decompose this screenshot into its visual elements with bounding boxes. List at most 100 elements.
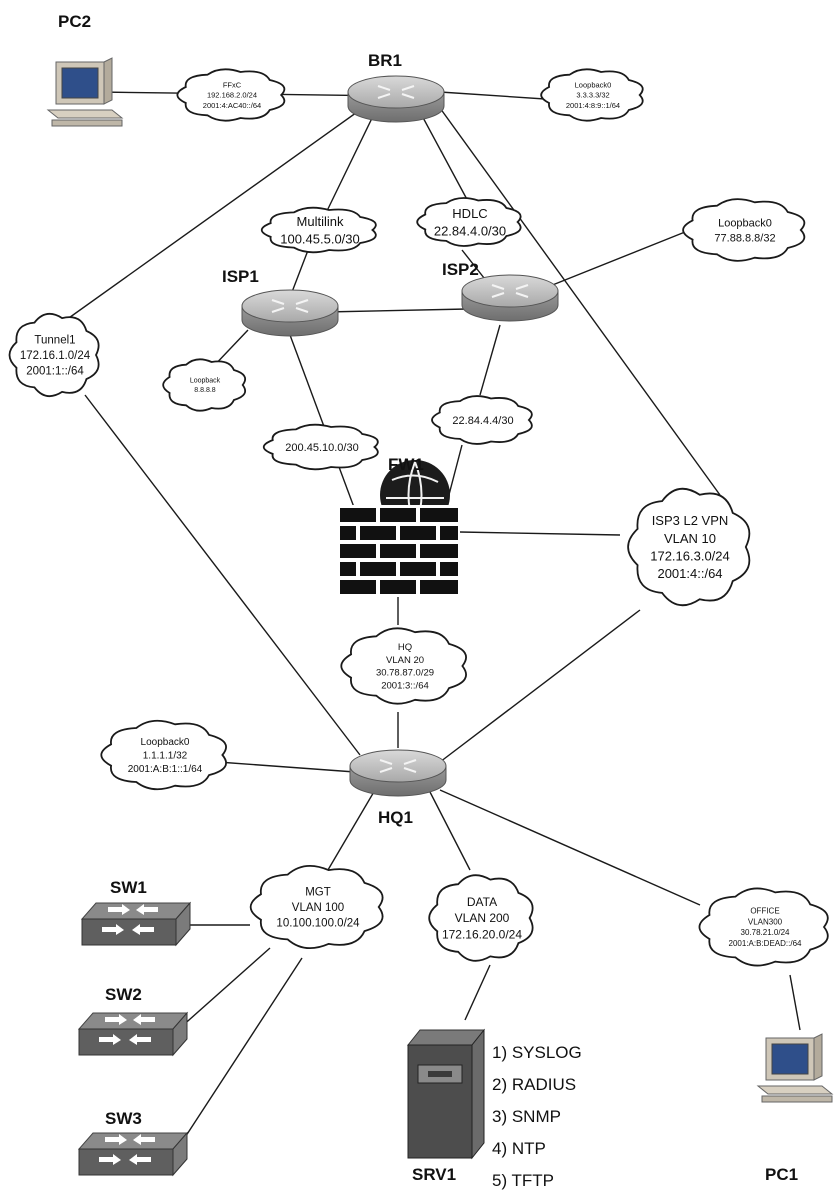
isp1-router[interactable]: [241, 289, 339, 337]
cloud-text-line: 192.168.2.0/24: [207, 91, 257, 100]
cloud-text-line: 30.78.21.0/24: [741, 928, 790, 937]
cloud-text-line: Loopback0: [141, 737, 190, 748]
pc2-label: PC2: [58, 12, 91, 31]
cloud-text-line: MGT: [305, 887, 331, 899]
cloud-outline: [176, 68, 286, 122]
cloud-text-line: 172.16.20.0/24: [442, 927, 522, 941]
br1-label: BR1: [368, 51, 402, 70]
cloud-text-line: 1.1.1.1/32: [143, 751, 188, 762]
cloud-text-line: DATA: [467, 895, 497, 909]
cloud-text-line: 2001:A:B:DEAD::/64: [729, 939, 802, 948]
sw2-label: SW2: [105, 985, 142, 1004]
hq1-router[interactable]: [349, 749, 447, 797]
cloud-text-line: Loopback: [190, 378, 221, 385]
cloud-text-line: 172.16.1.0/24: [20, 350, 91, 362]
isp1-label: ISP1: [222, 267, 259, 286]
cloud-text-line: 2001:3::/64: [381, 681, 429, 692]
service-snmp: 3) SNMP: [492, 1107, 561, 1126]
cloud-outline: [682, 198, 806, 262]
cloud-isp2-fw1: 22.84.4.4/30: [431, 395, 533, 445]
cloud-outline: [8, 313, 100, 397]
service-syslog: 1) SYSLOG: [492, 1043, 582, 1062]
cloud-isp2-loopback: Loopback0 77.88.8.8/32: [682, 198, 806, 262]
srv1-server[interactable]: [406, 1028, 486, 1160]
cloud-text-line: HQ: [398, 642, 412, 653]
service-radius: 2) RADIUS: [492, 1075, 576, 1094]
cloud-text-line: Loopback0: [575, 81, 612, 90]
cloud-outline: [428, 874, 534, 962]
cloud-outline: [540, 68, 644, 122]
cloud-multilink: Multilink 100.45.5.0/30: [260, 206, 377, 254]
cloud-text-line: 172.16.3.0/24: [650, 548, 730, 563]
sw2-switch[interactable]: [78, 1012, 188, 1056]
cloud-text-line: 8.8.8.8: [194, 387, 216, 394]
pc2-device[interactable]: [47, 57, 123, 127]
fw1-firewall[interactable]: [338, 460, 460, 597]
cloud-text-line: HDLC: [452, 206, 487, 221]
sw3-switch[interactable]: [78, 1132, 188, 1176]
br1-router[interactable]: [347, 75, 445, 123]
isp2-label: ISP2: [442, 260, 479, 279]
cloud-text-line: 3.3.3.3/32: [576, 91, 609, 100]
cloud-text-line: 2001:4:8:9::1/64: [566, 101, 620, 110]
cloud-text-line: 77.88.8.8/32: [714, 232, 775, 244]
cloud-text-line: 100.45.5.0/30: [280, 231, 360, 246]
cloud-text-line: FFxC: [223, 81, 242, 90]
cloud-text-line: 2001:4::/64: [657, 566, 722, 581]
cloud-hdlc: HDLC 22.84.4.0/30: [416, 197, 522, 247]
cloud-text-line: VLAN300: [748, 917, 783, 926]
cloud-isp1-loopback: Loopback 8.8.8.8: [162, 358, 246, 412]
cloud-text-line: Tunnel1: [34, 335, 75, 347]
cloud-text-line: 2001:A:B:1::1/64: [128, 764, 203, 775]
cloud-text-line: Multilink: [297, 214, 344, 229]
hq1-label: HQ1: [378, 808, 413, 827]
pc1-label: PC1: [765, 1165, 798, 1184]
sw1-label: SW1: [110, 878, 147, 897]
service-tftp: 5) TFTP: [492, 1171, 554, 1190]
pc1-device[interactable]: [757, 1033, 833, 1103]
cloud-outline: [100, 719, 227, 791]
isp2-router[interactable]: [461, 274, 559, 322]
sw3-label: SW3: [105, 1109, 142, 1128]
cloud-outline: [340, 627, 467, 705]
cloud-text-line: 22.84.4.4/30: [452, 415, 513, 427]
cloud-text-line: 2001:1::/64: [26, 366, 84, 378]
cloud-text-line: 10.100.100.0/24: [276, 918, 360, 930]
cloud-isp1-fw1: 200.45.10.0/30: [262, 423, 379, 471]
links: [51, 91, 801, 1146]
cloud-outline: [416, 197, 522, 247]
cloud-outline: [698, 887, 829, 967]
cloud-outline: [431, 395, 533, 445]
srv1-label: SRV1: [412, 1165, 456, 1184]
cloud-outline: [162, 358, 246, 412]
cloud-mgt: MGT VLAN 100 10.100.100.0/24: [249, 865, 384, 949]
cloud-text-line: VLAN 100: [292, 902, 344, 914]
sw1-switch[interactable]: [81, 902, 191, 946]
cloud-text-line: VLAN 200: [455, 911, 510, 925]
srv1-services-list: 1) SYSLOG 2) RADIUS 3) SNMP 4) NTP 5) TF…: [492, 1043, 582, 1190]
cloud-data: DATA VLAN 200 172.16.20.0/24: [428, 874, 534, 962]
cloud-text-line: VLAN 20: [386, 655, 424, 666]
cloud-text-line: VLAN 10: [664, 531, 716, 546]
cloud-text-line: OFFICE: [750, 907, 779, 916]
cloud-text-line: ISP3 L2 VPN: [652, 513, 729, 528]
cloud-outline: [260, 206, 377, 254]
service-ntp: 4) NTP: [492, 1139, 546, 1158]
cloud-outline: [249, 865, 384, 949]
cloud-text-line: 30.78.87.0/29: [376, 668, 434, 679]
cloud-text-line: 200.45.10.0/30: [285, 442, 358, 454]
fw1-label: FW1: [388, 455, 424, 474]
network-clouds: FFxC192.168.2.0/242001:4:AC40::/64Loopba…: [8, 68, 829, 967]
cloud-outline: [262, 423, 379, 471]
cloud-text-line: 2001:4:AC40::/64: [203, 101, 261, 110]
cloud-text-line: 22.84.4.0/30: [434, 223, 506, 238]
cloud-text-line: Loopback0: [718, 217, 772, 229]
